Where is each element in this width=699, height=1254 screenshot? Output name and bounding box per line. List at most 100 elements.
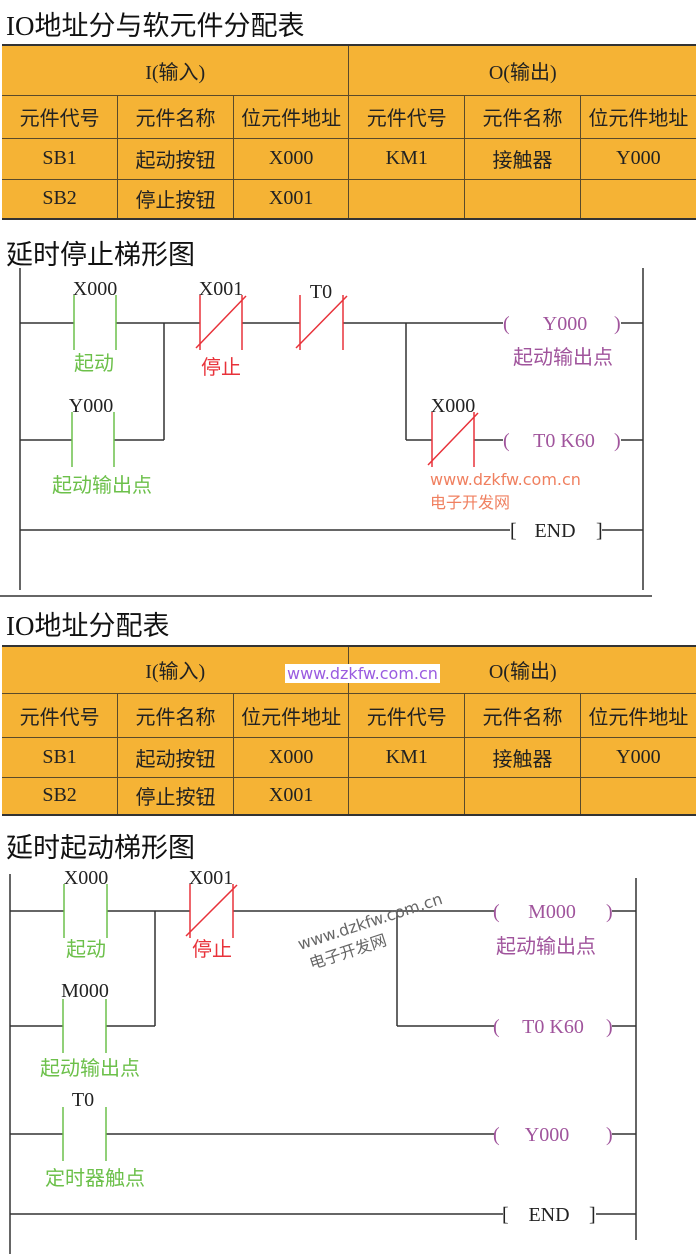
x001-label: X001: [199, 278, 243, 300]
t0-note: 定时器触点: [45, 1167, 145, 1190]
x001-label: X001: [189, 867, 233, 889]
cell: 接触器: [464, 736, 581, 778]
col-header: 元件代号: [2, 692, 119, 738]
cell: Y000: [579, 736, 696, 778]
t0-label: T0: [310, 281, 332, 303]
cell: 停止按钮: [117, 776, 234, 816]
t0-label: T0: [72, 1089, 94, 1111]
y000-no-contact: [71, 412, 115, 467]
cell: [579, 776, 696, 816]
section-title-delay-stop: 延时停止梯形图: [6, 240, 195, 270]
cell: SB2: [2, 776, 119, 816]
section-title-delay-start: 延时起动梯形图: [6, 833, 195, 863]
end-bracket-left: [: [510, 520, 517, 542]
cell: KM1: [348, 137, 466, 180]
cell: SB2: [2, 178, 119, 220]
m000-contact-note: 起动输出点: [40, 1057, 140, 1080]
col-header: 元件名称: [117, 692, 234, 738]
x001-note: 停止: [201, 356, 241, 379]
coil-m000-note: 起动输出点: [496, 935, 596, 958]
input-header: I(输入): [2, 44, 350, 96]
t0-no-contact: [62, 1107, 107, 1161]
x000-label: X000: [73, 278, 117, 300]
m000-no-contact: [62, 999, 107, 1053]
col-header: 元件代号: [348, 692, 466, 738]
cell: [348, 178, 466, 220]
coil-left-paren: (: [493, 1016, 500, 1038]
y000-contact-note: 起动输出点: [52, 474, 152, 497]
watermark-url: www.dzkfw.com.cn: [430, 470, 581, 489]
x000-no-contact: [63, 884, 108, 938]
m000-contact-label: M000: [61, 980, 109, 1002]
coil-left-paren: (: [503, 430, 510, 452]
io-table-1: I(输入)O(输出) 元件代号元件名称位元件地址元件代号元件名称位元件地址 SB…: [2, 44, 696, 220]
watermark-url-table: www.dzkfw.com.cn: [285, 664, 440, 683]
ladder-wires: [9, 874, 637, 1254]
col-header: 位元件地址: [232, 94, 350, 139]
x001-nc-contact: [195, 295, 247, 350]
col-header: 位元件地址: [232, 692, 350, 738]
coil-y000-label: Y000: [525, 1124, 569, 1146]
col-header: 元件名称: [117, 94, 234, 139]
output-header: O(输出): [348, 44, 696, 96]
ladder-diagram-delay-start: X000 X001 M000 T0 END [ ] ( M000 ) 起动输出点…: [9, 867, 637, 1254]
x001-nc-contact: [185, 884, 238, 938]
cell: [464, 178, 581, 220]
coil-y000-label: Y000: [543, 313, 587, 335]
coil-right-paren: ): [606, 1016, 613, 1038]
col-header: 元件名称: [464, 94, 581, 139]
col-header: 位元件地址: [579, 94, 696, 139]
x000-nc-label: X000: [431, 395, 475, 417]
cell: X001: [232, 178, 350, 220]
cell: 接触器: [464, 137, 581, 180]
cell: SB1: [2, 137, 119, 180]
end-label: END: [528, 1204, 569, 1226]
coil-right-paren: ): [614, 313, 621, 335]
col-header: 元件名称: [464, 692, 581, 738]
col-header: 元件代号: [348, 94, 466, 139]
cell: SB1: [2, 736, 119, 778]
coil-t0-label: T0 K60: [522, 1016, 584, 1038]
ladder-wires: [0, 268, 652, 597]
t0-nc-contact: [295, 295, 348, 350]
coil-right-paren: ): [606, 1124, 613, 1146]
cell: 起动按钮: [117, 736, 234, 778]
col-header: 元件代号: [2, 94, 119, 139]
coil-t0-label: T0 K60: [533, 430, 595, 452]
cell: X000: [232, 137, 350, 180]
end-label: END: [534, 520, 575, 542]
x000-label: X000: [64, 867, 108, 889]
cell: [348, 776, 466, 816]
coil-right-paren: ): [606, 901, 613, 923]
y000-contact-label: Y000: [69, 395, 113, 417]
coil-m000-label: M000: [528, 901, 576, 923]
cell: [464, 776, 581, 816]
x000-nc-contact: [427, 412, 479, 467]
section-title-io: IO地址分配表: [6, 611, 170, 641]
cell: Y000: [579, 137, 696, 180]
coil-left-paren: (: [503, 313, 510, 335]
coil-left-paren: (: [493, 1124, 500, 1146]
cell: X001: [232, 776, 350, 816]
x000-note: 起动: [66, 938, 106, 961]
cell: KM1: [348, 736, 466, 778]
cell: X000: [232, 736, 350, 778]
col-header: 位元件地址: [579, 692, 696, 738]
cell: 停止按钮: [117, 178, 234, 220]
section-title-io-soft: IO地址分与软元件分配表: [6, 11, 305, 41]
end-bracket-right: ]: [589, 1204, 596, 1226]
watermark-name: 电子开发网: [430, 493, 510, 512]
cell: 起动按钮: [117, 137, 234, 180]
io-table-2: I(输入)O(输出) 元件代号元件名称位元件地址元件代号元件名称位元件地址 SB…: [2, 645, 696, 816]
x000-no-contact: [73, 295, 117, 350]
end-bracket-right: ]: [596, 520, 603, 542]
x000-note: 起动: [74, 352, 114, 375]
end-bracket-left: [: [502, 1204, 509, 1226]
x001-note: 停止: [192, 938, 232, 961]
coil-right-paren: ): [614, 430, 621, 452]
ladder-diagram-delay-stop: X000 X001 T0 Y000 X000 END [ ] ( Y000 ) …: [0, 268, 652, 597]
